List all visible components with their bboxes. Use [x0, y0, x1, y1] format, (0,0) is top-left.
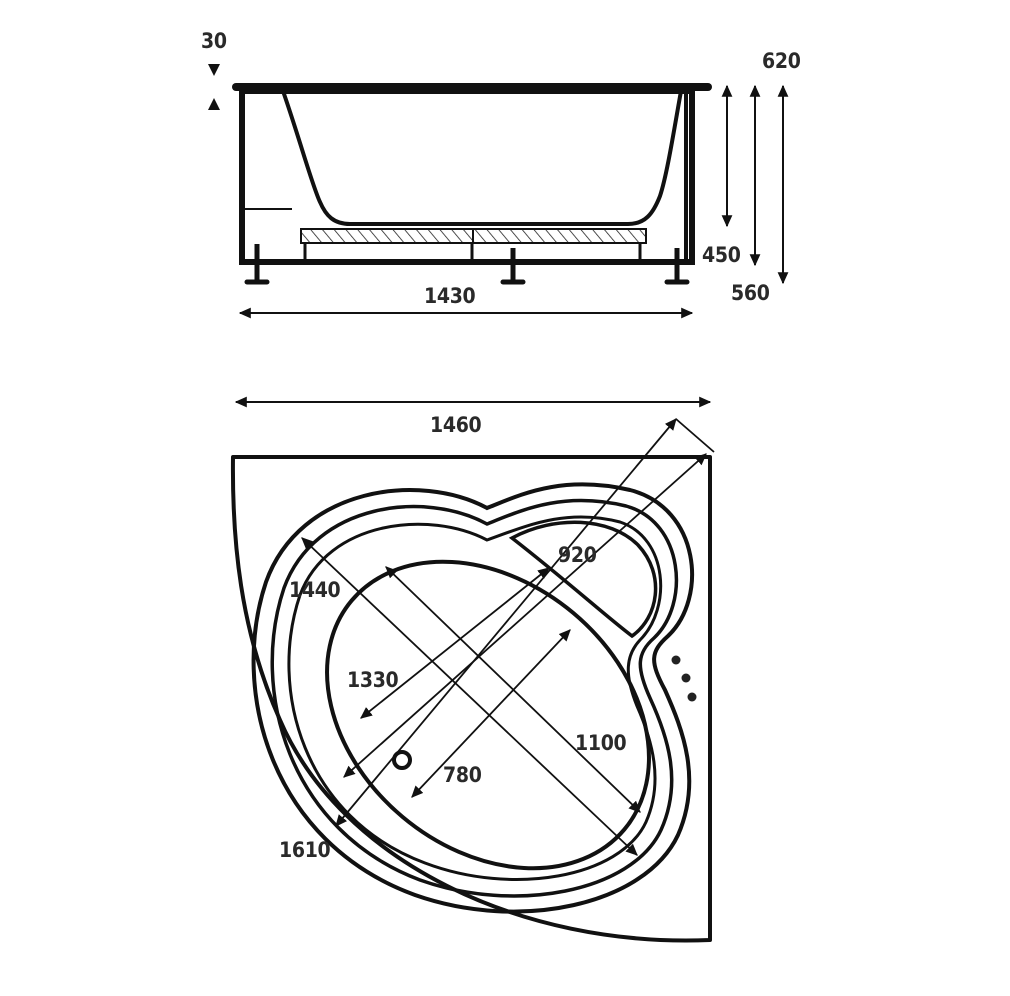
label-1440: 1440	[289, 578, 341, 602]
tub-apron	[239, 88, 695, 265]
dim-rim-thickness: 30	[201, 29, 227, 110]
label-1100: 1100	[575, 731, 627, 755]
label-1610: 1610	[279, 838, 331, 862]
tub-bowl-profile	[281, 90, 683, 226]
label-1460: 1460	[430, 413, 482, 437]
dim-heights: 450 560 620	[702, 49, 801, 305]
label-30: 30	[201, 29, 227, 53]
dim-width: 1460	[234, 396, 712, 437]
tub-legs	[244, 244, 690, 285]
top-view: 1460	[230, 396, 715, 943]
label-780: 780	[443, 763, 482, 787]
label-560: 560	[731, 281, 770, 305]
headrest-recess	[508, 520, 658, 639]
label-920: 920	[558, 543, 597, 567]
label-620: 620	[762, 49, 801, 73]
dim-length: 1430	[238, 284, 694, 319]
label-1430: 1430	[424, 284, 476, 308]
side-view: 30 1430 450 560 620	[201, 29, 801, 319]
dimension-lines	[301, 418, 715, 856]
jets	[671, 655, 697, 702]
label-1330: 1330	[347, 668, 399, 692]
label-450: 450	[702, 243, 741, 267]
